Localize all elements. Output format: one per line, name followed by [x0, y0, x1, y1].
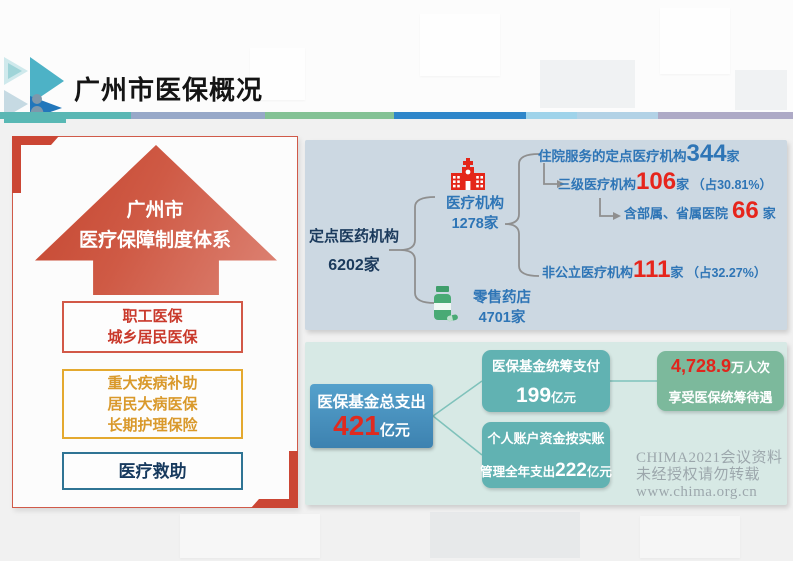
tier-assistance-box: 医疗救助: [62, 452, 243, 490]
tertiary-share: （占30.81%）: [692, 178, 772, 192]
tier-supplement-line2: 居民大病医保: [107, 395, 198, 413]
root-node-count: 6202家: [328, 257, 380, 274]
tertiary-count: 106: [636, 168, 677, 195]
personal-account-line2: 管理全年支出222亿元: [480, 460, 612, 482]
hospital-building-icon: [451, 158, 485, 195]
pooled-payment-label: 医保基金统筹支付: [492, 358, 600, 374]
corner-accent: [12, 136, 59, 145]
tier-assistance-line1: 医疗救助: [118, 461, 187, 481]
corner-accent: [12, 136, 21, 193]
medical-institutions-node: 医疗机构 1278家: [433, 194, 517, 234]
inpatient-count: 344: [686, 140, 727, 167]
tier-basic-line2: 城乡居民医保: [107, 329, 198, 346]
fund-connector-lines: [432, 380, 657, 456]
private-institutions-row: 非公立医疗机构 111 家 （占32.27%）: [542, 258, 766, 282]
beneficiary-box: 4,728.9万人次 享受医保统筹待遇: [657, 351, 784, 411]
pill-bottle-icon: [431, 286, 459, 328]
tier-basic-box: 职工医保 城乡居民医保: [62, 301, 243, 353]
pyramid-title-line1: 广州市: [126, 200, 184, 221]
total-expenditure-value: 421: [333, 410, 380, 441]
decor-square: [735, 70, 787, 110]
private-unit: 家: [670, 265, 684, 280]
root-node-label: 定点医药机构: [308, 228, 399, 245]
pyramid-title-line2: 医疗保障制度体系: [78, 230, 231, 251]
total-expenditure-unit: 亿元: [379, 422, 410, 439]
medical-institutions-label: 医疗机构: [446, 196, 504, 212]
private-label: 非公立医疗机构: [542, 265, 634, 280]
beneficiary-value: 4,728.9: [670, 356, 732, 376]
decor-square: [250, 48, 305, 100]
tier-supplement-line1: 重大疾病补助: [107, 374, 198, 392]
total-expenditure-box: 医保基金总支出 421亿元: [310, 384, 433, 448]
inpatient-unit: 家: [726, 149, 740, 164]
pooled-payment-value-line: 199亿元: [516, 384, 576, 408]
beneficiary-unit: 万人次: [731, 360, 771, 375]
pooled-payment-value: 199: [515, 383, 552, 407]
inpatient-label: 住院服务的定点医疗机构: [538, 149, 687, 164]
affiliated-label: 含部属、省属医院: [624, 206, 729, 221]
divider-bar: [0, 112, 793, 119]
tier-supplement-box: 重大疾病补助 居民大病医保 长期护理保险: [62, 369, 243, 439]
watermark-line3: www.chima.org.cn: [636, 484, 758, 500]
affiliated-count: 66: [732, 197, 759, 224]
corner-accent: [251, 499, 298, 508]
decor-square: [660, 8, 730, 74]
corner-accent: [289, 451, 298, 508]
decor-square: [540, 60, 635, 108]
page-title: 广州市医保概况: [74, 75, 264, 105]
decor-square: [420, 14, 500, 76]
pooled-payment-unit: 亿元: [551, 390, 577, 405]
private-count: 111: [633, 256, 671, 283]
decor-square: [180, 514, 320, 558]
tree-connector-lines: [389, 153, 621, 304]
total-expenditure-label: 医保基金总支出: [317, 394, 426, 411]
medical-institutions-count: 1278家: [451, 216, 499, 232]
fund-expenditure-panel: 医保基金总支出 421亿元 医保基金统筹支付 199亿元 个人账户资金按实账 管…: [305, 342, 787, 505]
private-share: （占32.27%）: [686, 266, 767, 280]
tertiary-institutions-row: 三级医疗机构 106 家 （占30.81%）: [558, 170, 772, 194]
watermark-line1: CHIMA2021会议资料: [636, 450, 783, 466]
retail-pharmacy-label: 零售药店: [473, 290, 531, 306]
retail-pharmacy-count: 4701家: [478, 310, 526, 326]
tertiary-label: 三级医疗机构: [558, 177, 637, 192]
beneficiary-label: 享受医保统筹待遇: [668, 390, 773, 405]
decor-square: [640, 516, 740, 558]
personal-account-unit: 亿元: [586, 464, 612, 479]
watermark-line2: 未经授权请勿转载: [636, 467, 761, 483]
beneficiary-value-line: 4,728.9万人次: [671, 356, 770, 377]
watermark: CHIMA2021会议资料 未经授权请勿转载 www.chima.org.cn: [636, 450, 793, 501]
pooled-payment-box: 医保基金统筹支付 199亿元: [482, 350, 610, 412]
personal-account-box: 个人账户资金按实账 管理全年支出222亿元: [480, 422, 612, 488]
total-expenditure-value-line: 421亿元: [333, 412, 410, 445]
tertiary-unit: 家: [676, 177, 690, 192]
personal-account-line2-prefix: 管理全年支出: [480, 464, 556, 479]
decor-square: [430, 512, 580, 558]
retail-pharmacy-node: 零售药店 4701家: [459, 288, 545, 328]
inpatient-institutions-row: 住院服务的定点医疗机构 344 家: [538, 142, 740, 166]
tier-supplement-line3: 长期护理保险: [107, 416, 198, 434]
affiliated-unit: 家: [762, 206, 776, 221]
personal-account-value: 222: [555, 459, 587, 481]
affiliated-hospitals-row: 含部属、省属医院 66 家: [624, 199, 776, 223]
insurance-system-panel: 广州市 医疗保障制度体系 职工医保 城乡居民医保 重大疾病补助 居民大病医保 长…: [12, 136, 298, 508]
designated-institutions-panel: 定点医药机构 6202家 医疗机构: [305, 140, 787, 330]
personal-account-line1: 个人账户资金按实账: [487, 431, 605, 447]
tier-basic-line1: 职工医保: [122, 308, 183, 325]
